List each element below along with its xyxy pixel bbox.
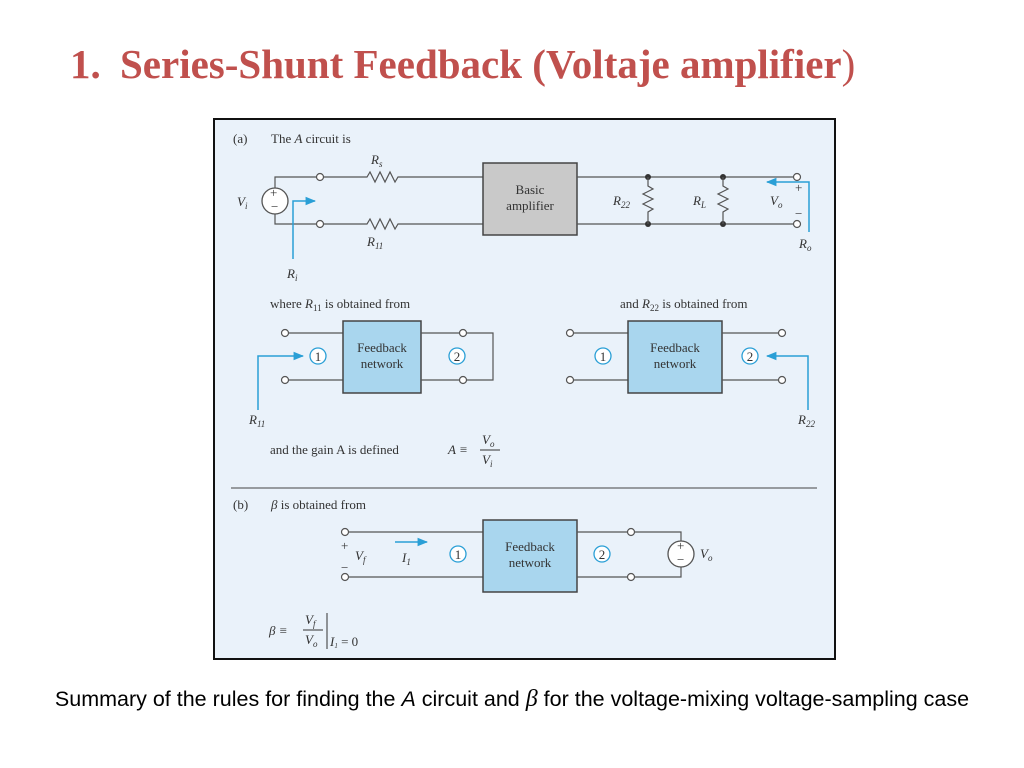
vo-label: Vo: [770, 193, 783, 210]
vo-source-label: Vo: [700, 546, 713, 563]
and-r22-text: and R22 is obtained from: [620, 296, 747, 313]
feedback-network-box-r22: [627, 320, 723, 394]
voltage-source-vo: [667, 540, 695, 568]
svg-text:Feedback: Feedback: [650, 340, 700, 355]
circuit-figure: (a) The A circuit is + − Vi Rs R11 Ri Ba…: [213, 118, 836, 660]
beta-numerator: Vf: [305, 612, 317, 629]
vi-label: Vi: [237, 194, 248, 211]
svg-text:2: 2: [599, 547, 606, 562]
figure-caption: Summary of the rules for finding the A c…: [54, 686, 970, 712]
part-b-label: (b): [233, 497, 248, 512]
part-a-heading: The A circuit is: [271, 131, 351, 146]
circuit-diagram: (a) The A circuit is + − Vi Rs R11 Ri Ba…: [231, 131, 817, 650]
r11-label: R11: [366, 234, 383, 251]
svg-text:−: −: [795, 206, 802, 221]
svg-text:+: +: [677, 538, 684, 553]
svg-text:Feedback: Feedback: [357, 340, 407, 355]
svg-text:network: network: [361, 356, 404, 371]
gain-numerator: Vo: [482, 432, 495, 449]
svg-text:−: −: [677, 552, 684, 567]
r11-arrow: [257, 351, 305, 410]
svg-text:−: −: [341, 560, 348, 575]
svg-text:1: 1: [315, 349, 322, 364]
part-b-heading: β is obtained from: [270, 497, 366, 512]
vf-label: Vf: [355, 548, 367, 565]
feedback-network-box-r11: [342, 320, 422, 394]
title-main: Series-Shunt Feedback (Voltaje amplifier: [120, 41, 842, 87]
basic-amplifier-line1: Basic: [516, 182, 545, 197]
part-a-label: (a): [233, 131, 247, 146]
r22-arrow: [765, 351, 809, 410]
ri-label: Ri: [286, 266, 298, 283]
svg-text:+: +: [795, 180, 802, 195]
part-b: (b) β is obtained from + Vf − I1 1 Feedb…: [233, 497, 713, 650]
basic-amplifier-box: [482, 162, 578, 236]
ro-label: Ro: [798, 236, 812, 253]
svg-text:1: 1: [600, 349, 607, 364]
svg-text:+: +: [270, 185, 277, 200]
title-number: 1.: [70, 41, 101, 87]
gain-denominator: Vi: [482, 452, 493, 469]
rl-label: RL: [692, 193, 706, 210]
svg-text:+: +: [341, 538, 348, 553]
svg-text:Feedback: Feedback: [505, 539, 555, 554]
beta-condition: I1 = 0: [329, 634, 358, 650]
gain-text: and the gain A is defined: [270, 442, 399, 457]
beta-lhs: β ≡: [268, 623, 288, 638]
i1-label: I1: [401, 550, 411, 567]
svg-text:−: −: [271, 199, 278, 214]
r22-label: R22: [612, 193, 630, 210]
svg-text:2: 2: [454, 349, 461, 364]
feedback-network-box-beta: [482, 519, 578, 593]
r22-meas-label: R22: [797, 412, 815, 429]
svg-text:2: 2: [747, 349, 754, 364]
svg-text:network: network: [509, 555, 552, 570]
slide-title: 1. Series-Shunt Feedback (Voltaje amplifi…: [70, 40, 990, 88]
basic-amplifier-line2: amplifier: [506, 198, 554, 213]
gain-lhs: A ≡: [447, 442, 468, 457]
title-close: ): [841, 41, 856, 87]
ro-arrow: [765, 177, 810, 232]
ri-arrow: [292, 196, 317, 259]
part-a: (a) The A circuit is + − Vi Rs R11 Ri Ba…: [233, 131, 815, 469]
beta-denominator: Vo: [305, 632, 318, 649]
r11-meas-label: R11: [248, 412, 265, 429]
svg-text:1: 1: [455, 547, 462, 562]
rs-label: Rs: [370, 152, 383, 169]
svg-text:network: network: [654, 356, 697, 371]
where-r11-text: where R11 is obtained from: [270, 296, 410, 313]
